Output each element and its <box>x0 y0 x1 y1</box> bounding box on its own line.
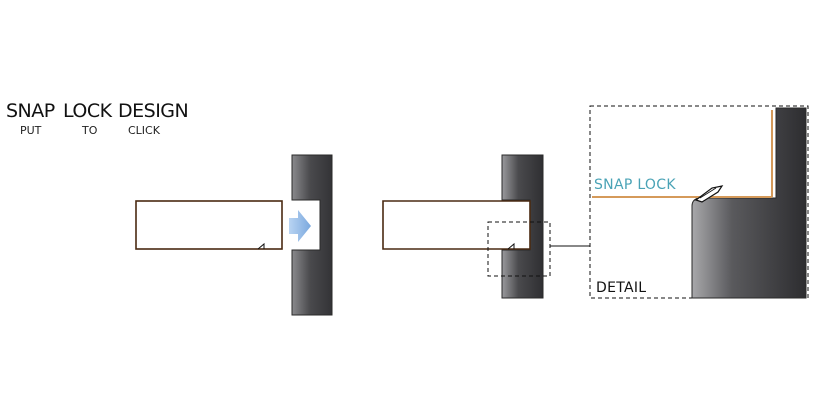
title-word-lock: LOCK <box>63 100 112 122</box>
detail-view: SNAP LOCK DETAIL <box>589 105 809 299</box>
inserted-board <box>382 200 531 250</box>
snap-lock-label: SNAP LOCK <box>594 177 676 193</box>
detail-marker-box <box>487 221 551 277</box>
detail-label: DETAIL <box>596 280 646 296</box>
subtitle-put: PUT <box>20 124 42 137</box>
insert-board <box>135 200 283 250</box>
title-word-design: DESIGN <box>118 100 189 122</box>
title-word-snap: SNAP <box>6 100 55 122</box>
detail-wall <box>691 107 807 299</box>
panel-inserted <box>382 154 590 299</box>
inserted-latch-mark <box>507 242 515 250</box>
board-latch-mark <box>257 242 265 250</box>
subtitle-to: TO <box>82 124 98 137</box>
receiving-wall-inserted <box>501 154 544 299</box>
receiving-wall <box>291 154 333 316</box>
panel-before-insertion <box>135 154 333 316</box>
right-arrow-icon <box>289 210 311 242</box>
snap-latch-line <box>699 187 717 199</box>
subtitle-click: CLICK <box>128 124 160 137</box>
snap-latch <box>694 185 724 203</box>
